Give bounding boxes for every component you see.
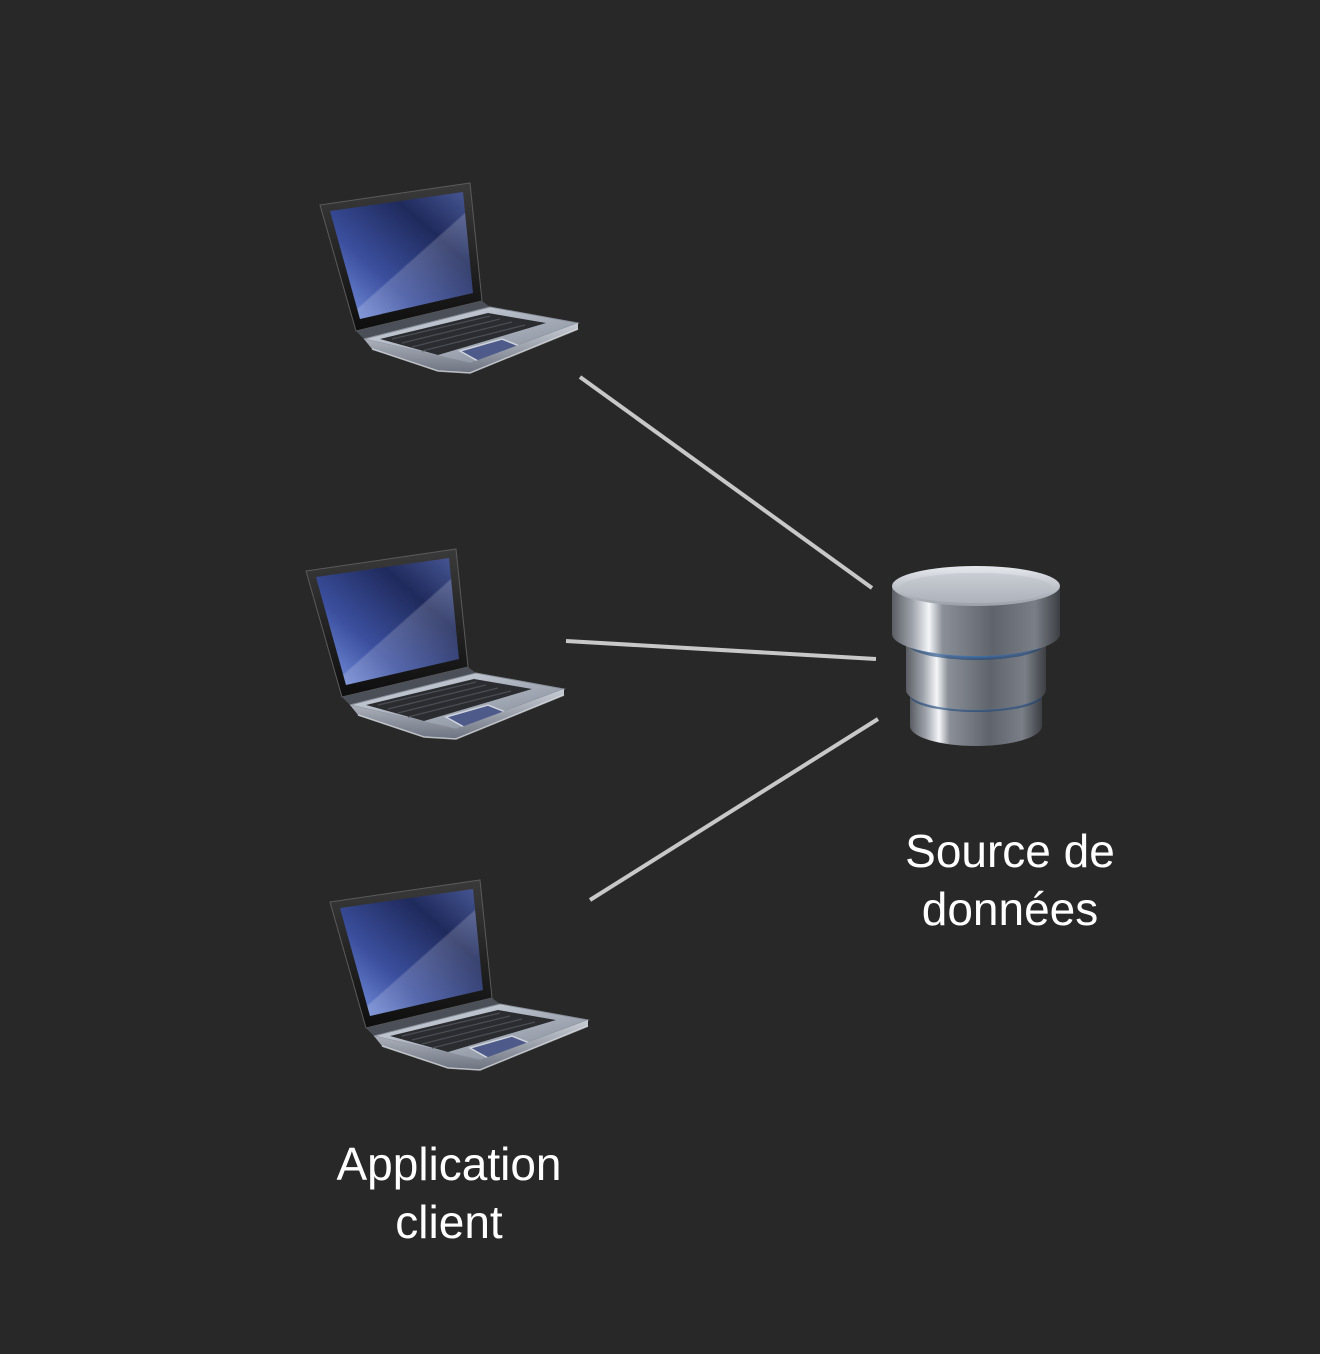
laptop-icon	[319, 182, 579, 374]
client-label: Application client	[299, 1135, 599, 1251]
connector-client-1	[578, 375, 874, 590]
datasource-label-line2: données	[921, 883, 1099, 935]
laptop-icon	[329, 879, 589, 1071]
database-icon	[892, 566, 1060, 746]
connector-client-2	[565, 639, 877, 661]
client-label-line2: client	[395, 1196, 503, 1248]
connector-client-3	[588, 717, 880, 902]
laptop-icon	[305, 548, 565, 740]
datasource-label-line1: Source de	[905, 825, 1115, 877]
datasource-label: Source de données	[860, 822, 1160, 938]
client-label-line1: Application	[336, 1138, 562, 1190]
